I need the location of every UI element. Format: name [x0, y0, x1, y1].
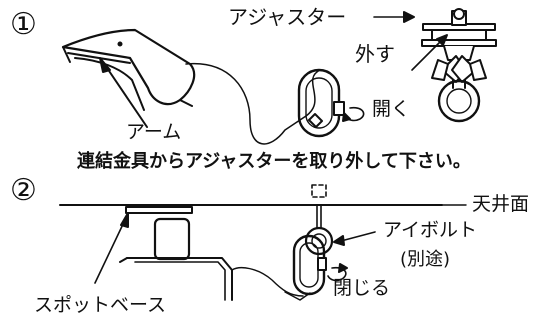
- cord-icon: [185, 62, 321, 145]
- spot-base-icon: [119, 206, 233, 301]
- carabiner-icon: [297, 68, 345, 138]
- adjuster-icon: [421, 8, 497, 123]
- step-1-caption: 連結金具からアジャスターを取り外して下さい。: [77, 151, 471, 172]
- step-1-number: ①: [10, 7, 37, 42]
- adjuster-pointer-arrow: [373, 11, 415, 23]
- eyebolt-label: アイボルト: [383, 219, 478, 241]
- cord-icon: [231, 267, 304, 297]
- remove-arrow: [411, 34, 448, 71]
- close-label: 閉じる: [333, 277, 391, 299]
- rotate-arrow-icon: [327, 263, 348, 282]
- rotate-arrow-icon: [342, 106, 365, 122]
- step-2-number: ②: [10, 173, 37, 208]
- spot-base-label: スポットベース: [34, 294, 167, 316]
- arm-label: アーム: [126, 121, 182, 143]
- arm-icon: [61, 28, 196, 111]
- carabiner-icon: [292, 234, 327, 296]
- adjuster-label: アジャスター: [228, 5, 347, 29]
- separate-label: (別途): [400, 249, 451, 270]
- spot-base-pointer-arrow: [94, 212, 129, 284]
- remove-label: 外す: [355, 42, 395, 66]
- open-label: 開く: [372, 98, 411, 120]
- arm-pointer-arrow: [99, 57, 148, 128]
- ceiling-label: 天井面: [472, 193, 530, 215]
- eyebolt-pointer-arrow: [333, 231, 376, 246]
